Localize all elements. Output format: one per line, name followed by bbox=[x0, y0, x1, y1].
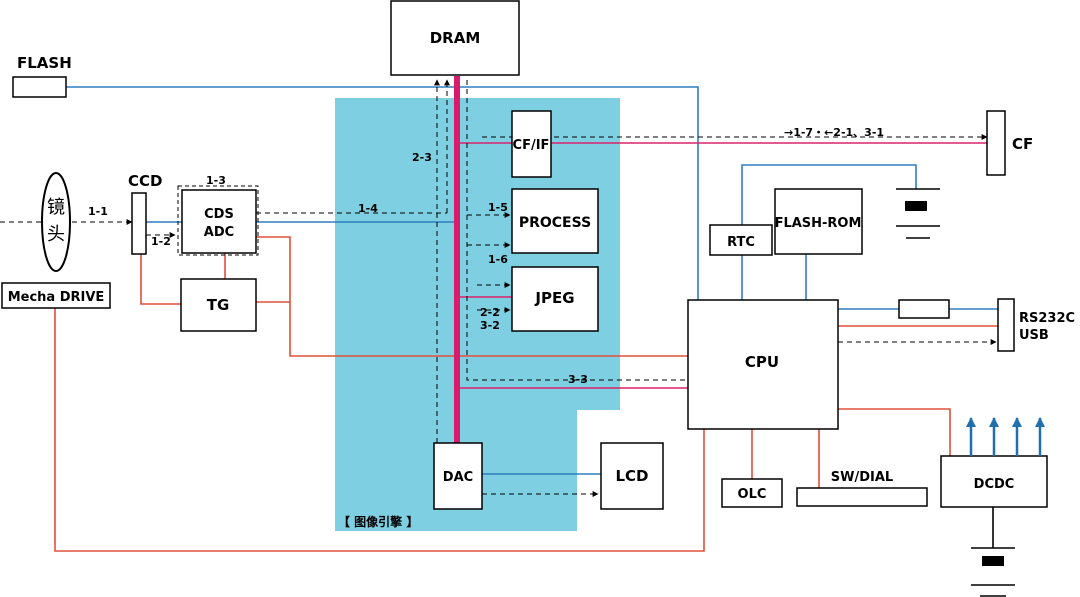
rtc-battery-icon bbox=[896, 188, 940, 239]
path-1-2-label: 1-2 bbox=[151, 235, 171, 248]
cpu-label: CPU bbox=[745, 353, 779, 371]
jpeg-box bbox=[511, 266, 599, 332]
mecha-drive-box bbox=[1, 282, 111, 309]
dcdc-box bbox=[940, 455, 1048, 508]
path-1-1-label: 1-1 bbox=[88, 205, 108, 218]
cpu-dcdc-line bbox=[838, 408, 951, 456]
path-1-4-label: 1-4 bbox=[358, 202, 378, 215]
path-1-3-label: 1-3 bbox=[206, 174, 226, 187]
cf-box bbox=[986, 110, 1006, 176]
ccd-label: CCD bbox=[128, 172, 162, 190]
usb-label: USB bbox=[1019, 328, 1049, 343]
flash-box bbox=[12, 76, 67, 98]
ccd-box bbox=[131, 192, 147, 255]
lens-char-2: 头 bbox=[47, 224, 65, 245]
tg-label: TG bbox=[207, 296, 230, 314]
lcd-box bbox=[600, 442, 664, 510]
path-1-5-label: 1-5 bbox=[488, 201, 508, 214]
cds-adc-group bbox=[177, 185, 259, 256]
path-3-3-label: 3-3 bbox=[568, 373, 588, 386]
rtc-label: RTC bbox=[727, 235, 755, 250]
sw-dial-box bbox=[796, 487, 928, 507]
cf-if-box bbox=[511, 110, 552, 178]
lcd-label: LCD bbox=[615, 467, 648, 485]
flash-cpu-line bbox=[66, 86, 699, 300]
cf-route-label: →1-7・←2-1、3-1 bbox=[784, 126, 884, 139]
path-2-2-label: 2-2 bbox=[480, 306, 500, 319]
cds-adc-box bbox=[181, 189, 257, 254]
resistor bbox=[898, 299, 950, 319]
mecha-drive-label: Mecha DRIVE bbox=[8, 290, 105, 305]
rtc-box bbox=[709, 224, 773, 256]
dac-label: DAC bbox=[443, 470, 473, 485]
rs232c-label: RS232C bbox=[1019, 311, 1075, 326]
olc-box bbox=[721, 478, 783, 508]
jpeg-label: JPEG bbox=[534, 289, 574, 307]
main-battery-icon bbox=[971, 547, 1015, 597]
process-label: PROCESS bbox=[519, 215, 591, 231]
dram-label: DRAM bbox=[430, 29, 481, 47]
path-1-6-label: 1-6 bbox=[488, 253, 508, 266]
adc-label: ADC bbox=[204, 225, 234, 240]
cds-label: CDS bbox=[204, 207, 234, 222]
cpu-box bbox=[687, 299, 839, 430]
adc-cpu-line bbox=[256, 236, 688, 357]
ccd-tg-line bbox=[140, 254, 181, 305]
flash-rom-label: FLASH-ROM bbox=[775, 216, 862, 231]
flash-label: FLASH bbox=[17, 54, 72, 72]
process-box bbox=[511, 188, 599, 254]
olc-label: OLC bbox=[738, 487, 767, 502]
flash-rom-box bbox=[774, 188, 863, 255]
path-3-2-label: 3-2 bbox=[480, 319, 500, 332]
tg-box bbox=[180, 278, 257, 332]
dcdc-label: DCDC bbox=[974, 477, 1015, 492]
power-output-arrows bbox=[966, 417, 1045, 456]
image-engine-label: 【 图像引擎 】 bbox=[338, 514, 418, 529]
rs232c-box bbox=[997, 298, 1015, 352]
cf-if-label: CF/IF bbox=[513, 138, 550, 153]
cf-label: CF bbox=[1012, 135, 1033, 153]
lens-char-1: 镜 bbox=[47, 197, 65, 218]
lens-ellipse bbox=[41, 172, 71, 272]
path-2-3-label: 2-3 bbox=[412, 151, 432, 164]
sw-dial-label: SW/DIAL bbox=[831, 470, 893, 485]
dac-box bbox=[433, 442, 483, 510]
mecha-cpu-line bbox=[54, 308, 705, 552]
rtc-battery-line bbox=[741, 164, 917, 225]
dram-box bbox=[390, 0, 520, 76]
